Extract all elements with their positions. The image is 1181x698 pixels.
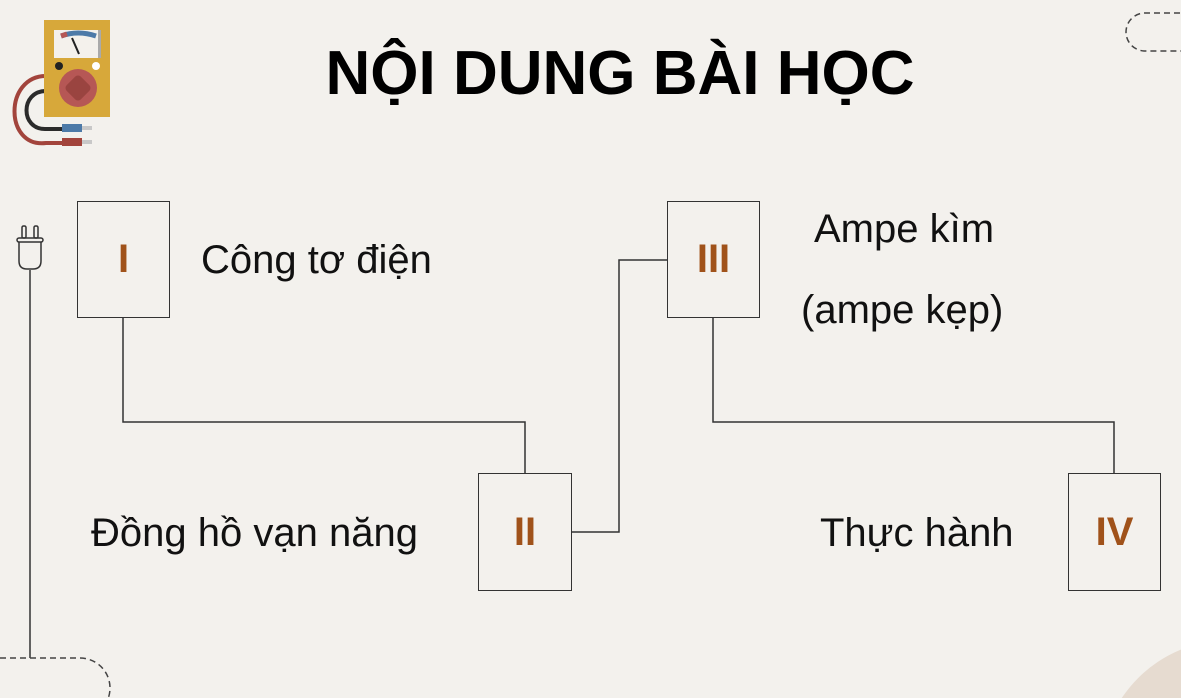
- multimeter-icon: [12, 20, 110, 146]
- section-label-1: Công tơ điện: [201, 238, 432, 282]
- section-box-4: IV: [1068, 473, 1161, 591]
- circle-decoration: [1121, 649, 1181, 698]
- section-label-3-line2: (ampe kẹp): [801, 288, 1004, 332]
- plug-icon: [16, 225, 44, 270]
- section-box-3: III: [667, 201, 760, 318]
- page-title: NỘI DUNG BÀI HỌC: [325, 39, 915, 108]
- section-box-1: I: [77, 201, 170, 318]
- section-label-2: Đồng hồ vạn năng: [91, 511, 418, 555]
- section-box-2: II: [478, 473, 572, 591]
- dashed-decoration-top-right: [1125, 12, 1181, 52]
- dashed-decoration-bottom-left: [0, 657, 111, 698]
- section-label-3-line1: Ampe kìm: [814, 207, 995, 251]
- section-label-4: Thực hành: [820, 511, 1014, 555]
